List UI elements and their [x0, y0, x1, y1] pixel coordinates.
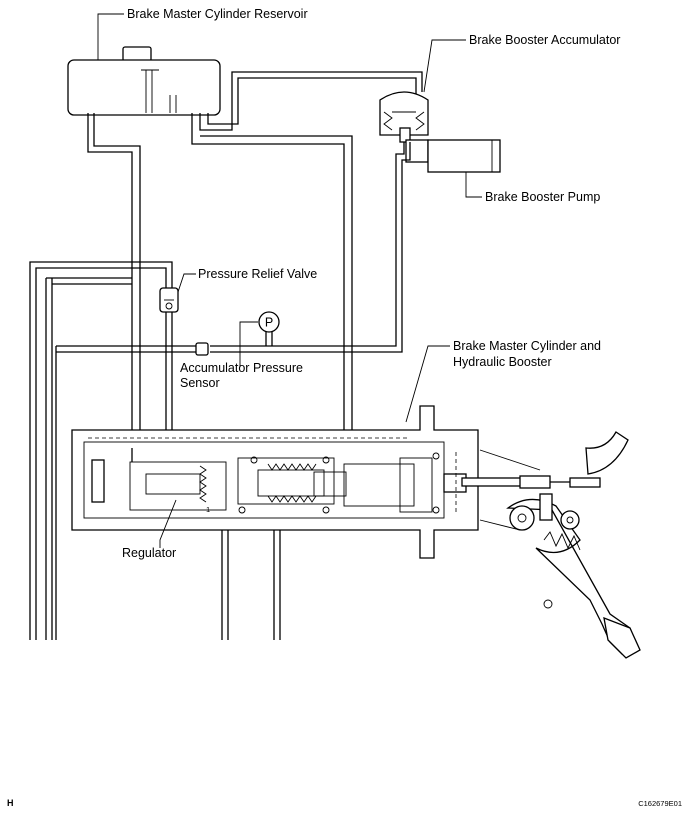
- brake-master-cylinder-and-hydraulic-booster: 1: [71, 405, 601, 559]
- hydraulic-lines: [29, 71, 423, 640]
- accumulator-label: Brake Booster Accumulator: [469, 33, 620, 47]
- sensor-label-line2: Sensor: [180, 376, 220, 390]
- accumulator-pressure-sensor: P: [195, 311, 280, 356]
- brake-booster-accumulator: [379, 91, 429, 143]
- regulator-label: Regulator: [122, 546, 176, 560]
- pump-label: Brake Booster Pump: [485, 190, 600, 204]
- leader-lines: [97, 13, 482, 548]
- corner-mark: H: [7, 798, 14, 808]
- reservoir-label: Brake Master Cylinder Reservoir: [127, 7, 308, 21]
- sensor-symbol-text: P: [265, 316, 273, 330]
- master-cylinder-label-line1: Brake Master Cylinder and: [453, 339, 601, 353]
- brake-master-cylinder-reservoir: [67, 46, 221, 116]
- pressure-relief-valve: [159, 287, 179, 313]
- sensor-label-line1: Accumulator Pressure: [180, 361, 303, 375]
- regulator-mark-text: 1: [206, 505, 210, 514]
- brake-pedal-assembly: [506, 431, 641, 659]
- brake-booster-pump: [405, 139, 501, 173]
- figure-code: C162679E01: [638, 799, 682, 808]
- relief-valve-label: Pressure Relief Valve: [198, 267, 317, 281]
- master-cylinder-label-line2: Hydraulic Booster: [453, 355, 552, 369]
